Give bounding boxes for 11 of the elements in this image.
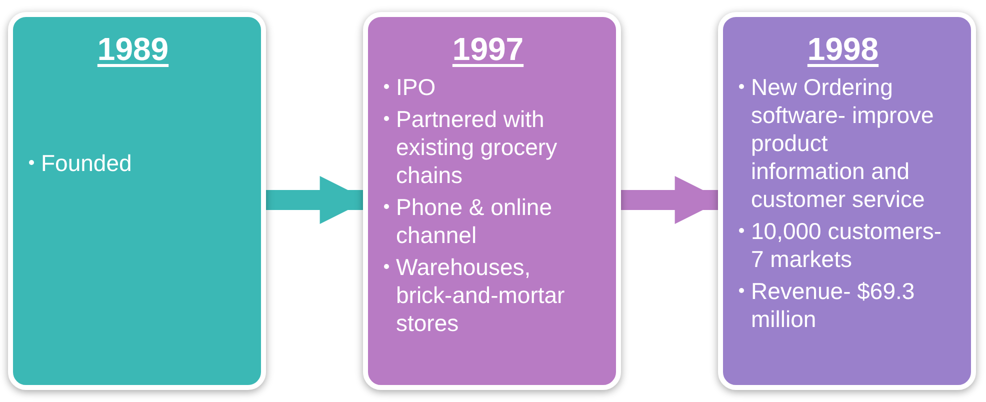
year-heading: 1997 — [451, 30, 525, 69]
bullet-text: 10,000 customers- 7 markets — [751, 217, 942, 273]
bullet-text: New Ordering software- improve product information and customer service — [751, 73, 935, 213]
year-heading: 1998 — [806, 30, 880, 69]
bullet-text: Warehouses, brick-and-mortar stores — [396, 253, 566, 337]
bullet-text: Revenue- $69.3 million — [751, 277, 916, 333]
bullet-text: Founded — [41, 149, 133, 177]
bullet-text: Partnered with existing grocery chains — [396, 105, 558, 189]
year-heading: 1989 — [96, 30, 170, 69]
bullet-text: IPO — [396, 73, 437, 101]
bullet-text: Phone & online channel — [396, 193, 554, 249]
